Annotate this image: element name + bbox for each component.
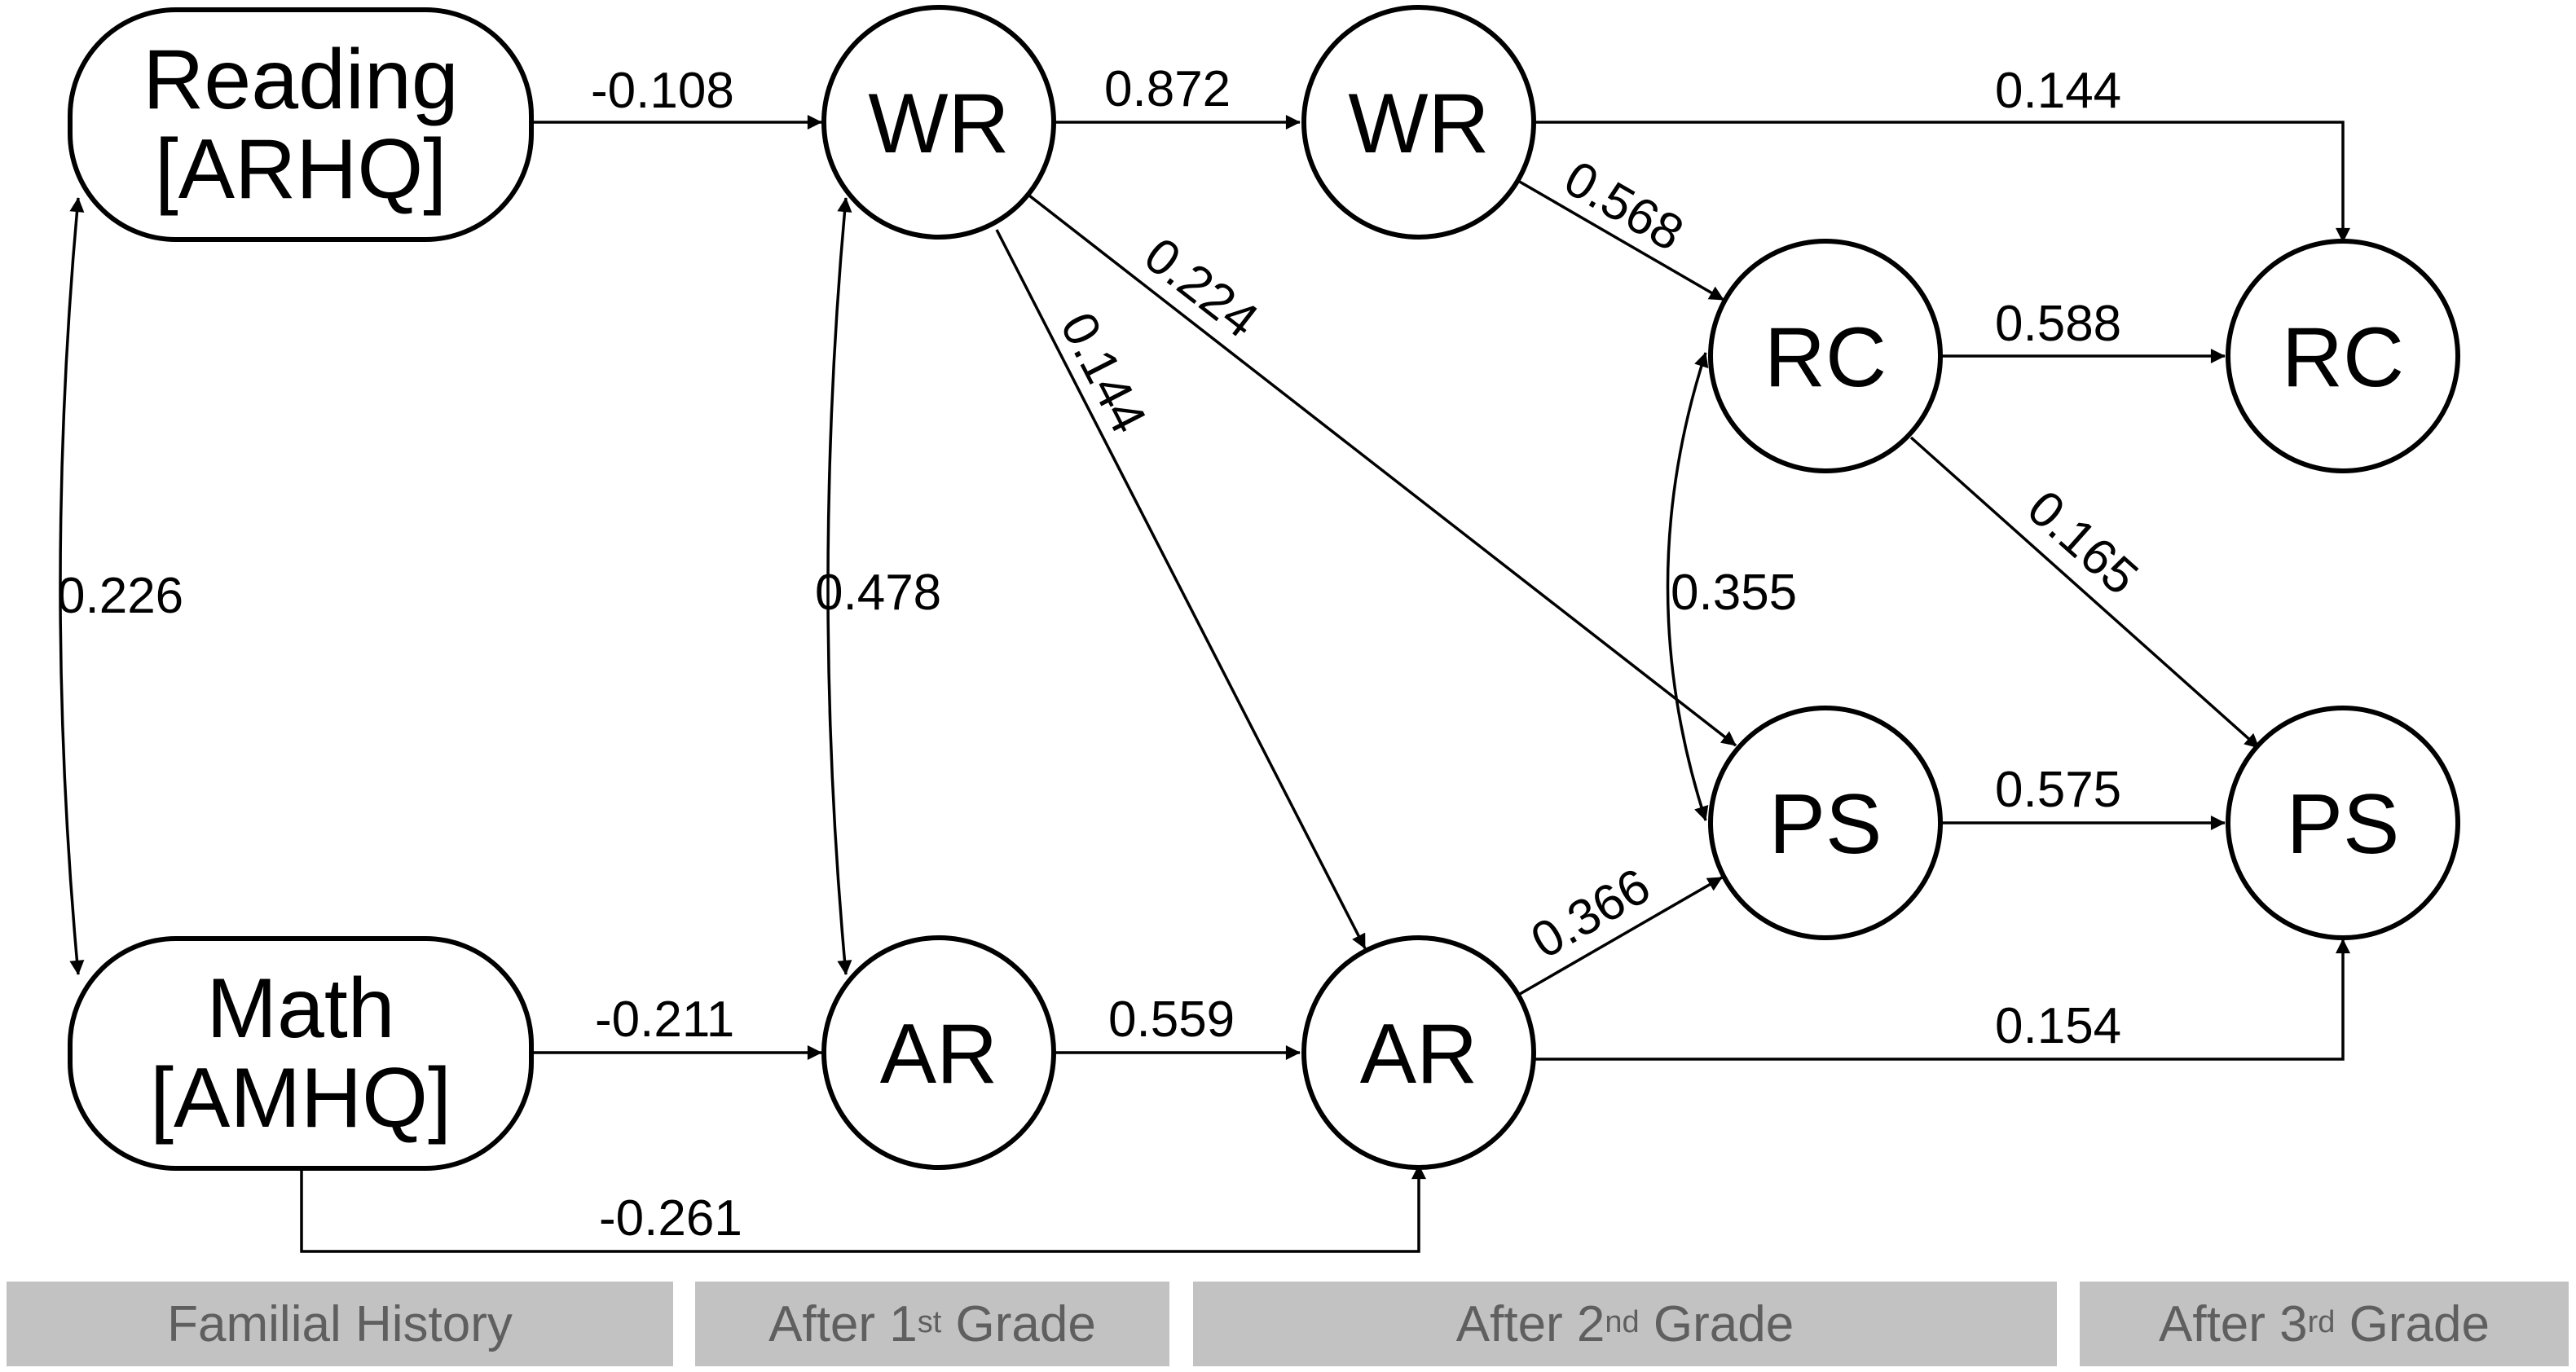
- node-reading-title: Reading: [143, 33, 458, 127]
- edge-label-wr1-ar2: 0.144: [1050, 304, 1157, 442]
- stage-familial-history: Familial History: [7, 1282, 673, 1366]
- stage-after-grade-3-tail: Grade: [2335, 1295, 2490, 1352]
- node-reading: Reading [ARHQ]: [68, 7, 534, 242]
- edge-label-ar1-ar2: 0.559: [1108, 992, 1235, 1048]
- edge-wr1-ar1: [826, 197, 852, 975]
- edge-label-rc2-ps2: 0.355: [1671, 565, 1797, 621]
- edge-label-math-ar2: -0.261: [599, 1190, 742, 1247]
- stage-after-grade-1-sup: st: [917, 1304, 942, 1339]
- stage-after-grade-2-tail: Grade: [1639, 1295, 1794, 1352]
- edge-label-ps2-ps3: 0.575: [1995, 762, 2121, 818]
- node-wr-grade1-label: WR: [868, 77, 1009, 171]
- edge-label-wr1-wr2: 0.872: [1104, 61, 1231, 117]
- node-wr-grade2: WR: [1301, 5, 1536, 240]
- node-reading-code: [ARHQ]: [155, 122, 447, 217]
- edge-math-ar2: [300, 1164, 1426, 1253]
- edge-label-ar2-ps3: 0.154: [1995, 998, 2121, 1054]
- edge-label-reading-wr1: -0.108: [591, 63, 734, 119]
- edge-label-rc2-ps3: 0.165: [2017, 480, 2149, 606]
- edge-ar2-ps3: [1535, 939, 2350, 1061]
- edge-label-reading-math: 0.226: [57, 568, 183, 624]
- stage-after-grade-1-tail: Grade: [941, 1295, 1096, 1352]
- node-ar-grade1-label: AR: [880, 1007, 997, 1102]
- node-ps-grade3-label: PS: [2287, 777, 2400, 872]
- stage-after-grade-3-sup: rd: [2307, 1304, 2336, 1339]
- edge-label-wr2-rc3: 0.144: [1995, 63, 2121, 119]
- edge-ar2-ps2: [1519, 876, 1723, 996]
- node-ar-grade2: AR: [1301, 935, 1536, 1170]
- node-wr-grade2-label: WR: [1348, 77, 1489, 171]
- stage-familial-history-label: Familial History: [167, 1295, 513, 1352]
- node-rc-grade3-label: RC: [2282, 310, 2404, 405]
- node-rc-grade2: RC: [1708, 239, 1943, 473]
- edge-wr1-ar2: [995, 229, 1367, 949]
- node-wr-grade1: WR: [821, 5, 1056, 240]
- node-rc-grade2-label: RC: [1764, 310, 1887, 405]
- node-ps-grade2: PS: [1708, 706, 1943, 940]
- node-ar-grade1: AR: [821, 935, 1056, 1170]
- node-ar-grade2-label: AR: [1360, 1007, 1477, 1102]
- edge-wr2-rc2: [1517, 179, 1724, 301]
- edge-label-math-ar1: -0.211: [595, 992, 734, 1048]
- stage-after-grade-2-sup: nd: [1605, 1304, 1640, 1339]
- edge-wr1-ps2: [1028, 194, 1737, 747]
- stage-after-grade-2-base: After 2: [1455, 1295, 1605, 1352]
- edge-label-wr2-rc2: 0.568: [1555, 150, 1693, 262]
- edge-reading-math: [59, 197, 85, 975]
- path-diagram: 0.226 -0.108 -0.211 -0.261 0.478 0.872 0…: [57, 5, 2460, 1253]
- stage-after-grade-1-base: After 1: [768, 1295, 918, 1352]
- stage-after-grade-3-base: After 3: [2159, 1295, 2308, 1352]
- node-math-code: [AMHQ]: [150, 1051, 451, 1146]
- edge-rc2-ps3: [1909, 436, 2261, 750]
- edge-wr2-rc3: [1535, 121, 2350, 243]
- edge-label-rc2-rc3: 0.588: [1995, 296, 2121, 352]
- node-ps-grade3: PS: [2226, 706, 2460, 940]
- node-rc-grade3: RC: [2226, 239, 2460, 473]
- node-math: Math [AMHQ]: [68, 936, 534, 1171]
- edge-label-wr1-ar1: 0.478: [815, 565, 941, 621]
- node-math-title: Math: [206, 961, 394, 1056]
- node-ps-grade2-label: PS: [1769, 777, 1882, 872]
- edge-rc2-ps2: [1666, 352, 1709, 821]
